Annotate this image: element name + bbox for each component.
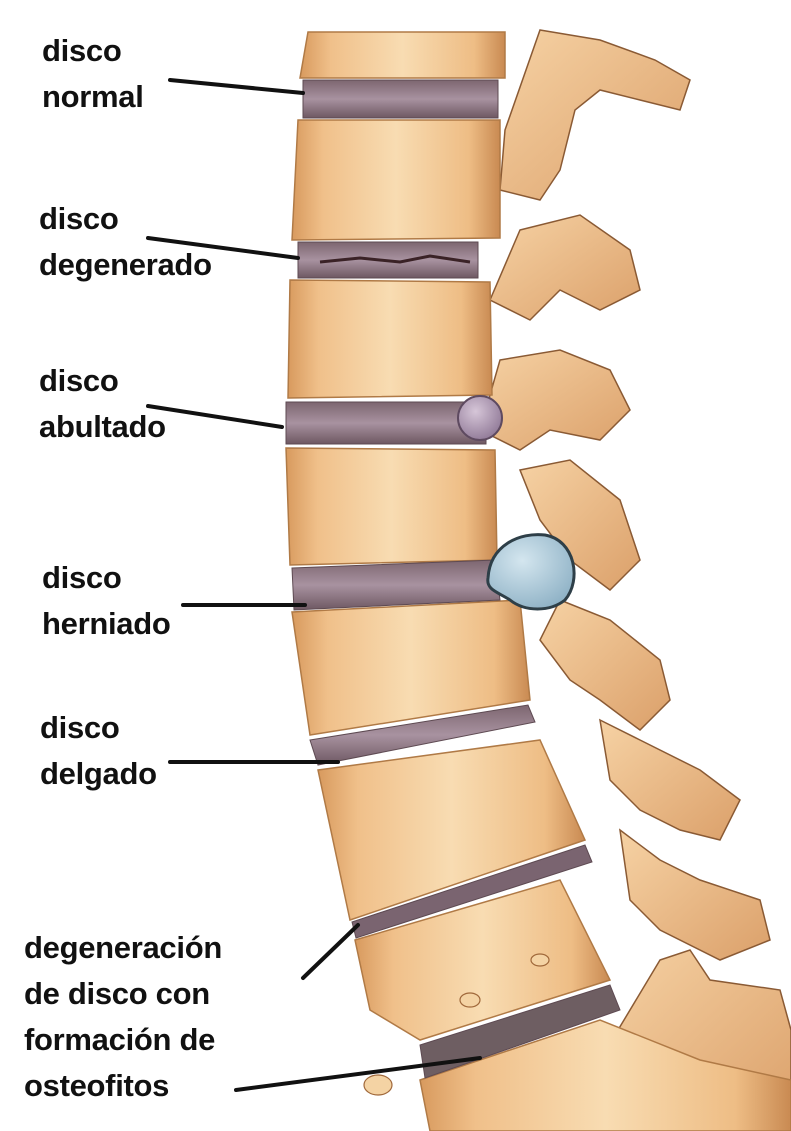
- disc-thin: [309, 704, 536, 766]
- label-line: degeneración: [24, 930, 222, 965]
- leader-line-osteophyte-upper: [301, 923, 360, 980]
- label-line: disco: [42, 33, 122, 68]
- leader-line-osteophyte-lower: [234, 1056, 482, 1092]
- label-line: de disco con: [24, 976, 210, 1011]
- label-line: disco: [39, 363, 119, 398]
- leader-line-bulging: [146, 404, 284, 429]
- label-disco-delgado: disco delgado: [40, 705, 157, 797]
- bulging-disc-protrusion: [457, 395, 503, 441]
- disc-bulging: [285, 401, 487, 445]
- label-degeneracion-osteofitos: degeneración de disco con formación de o…: [24, 925, 222, 1109]
- herniated-nucleus: [486, 533, 576, 611]
- leader-line-degenerated: [146, 236, 300, 260]
- label-line: normal: [42, 79, 144, 114]
- label-line: disco: [42, 560, 122, 595]
- label-disco-herniado: disco herniado: [42, 555, 171, 647]
- disc-herniated: [291, 559, 501, 611]
- label-line: formación de: [24, 1022, 216, 1057]
- label-disco-normal: disco normal: [42, 28, 144, 120]
- label-line: abultado: [39, 409, 166, 444]
- disc-degenerated-osteophyte-1: [351, 844, 593, 939]
- label-line: herniado: [42, 606, 171, 641]
- vertebral-bodies: [285, 31, 791, 1131]
- label-disco-abultado: disco abultado: [39, 358, 166, 450]
- osteophytes: [363, 953, 550, 1096]
- label-line: degenerado: [39, 247, 212, 282]
- label-line: disco: [39, 201, 119, 236]
- label-line: delgado: [40, 756, 157, 791]
- disc-normal: [302, 79, 499, 119]
- leader-lines: [146, 78, 482, 1092]
- label-line: disco: [40, 710, 120, 745]
- label-line: osteofitos: [24, 1068, 170, 1103]
- leader-line-normal: [168, 78, 305, 95]
- label-disco-degenerado: disco degenerado: [39, 196, 212, 288]
